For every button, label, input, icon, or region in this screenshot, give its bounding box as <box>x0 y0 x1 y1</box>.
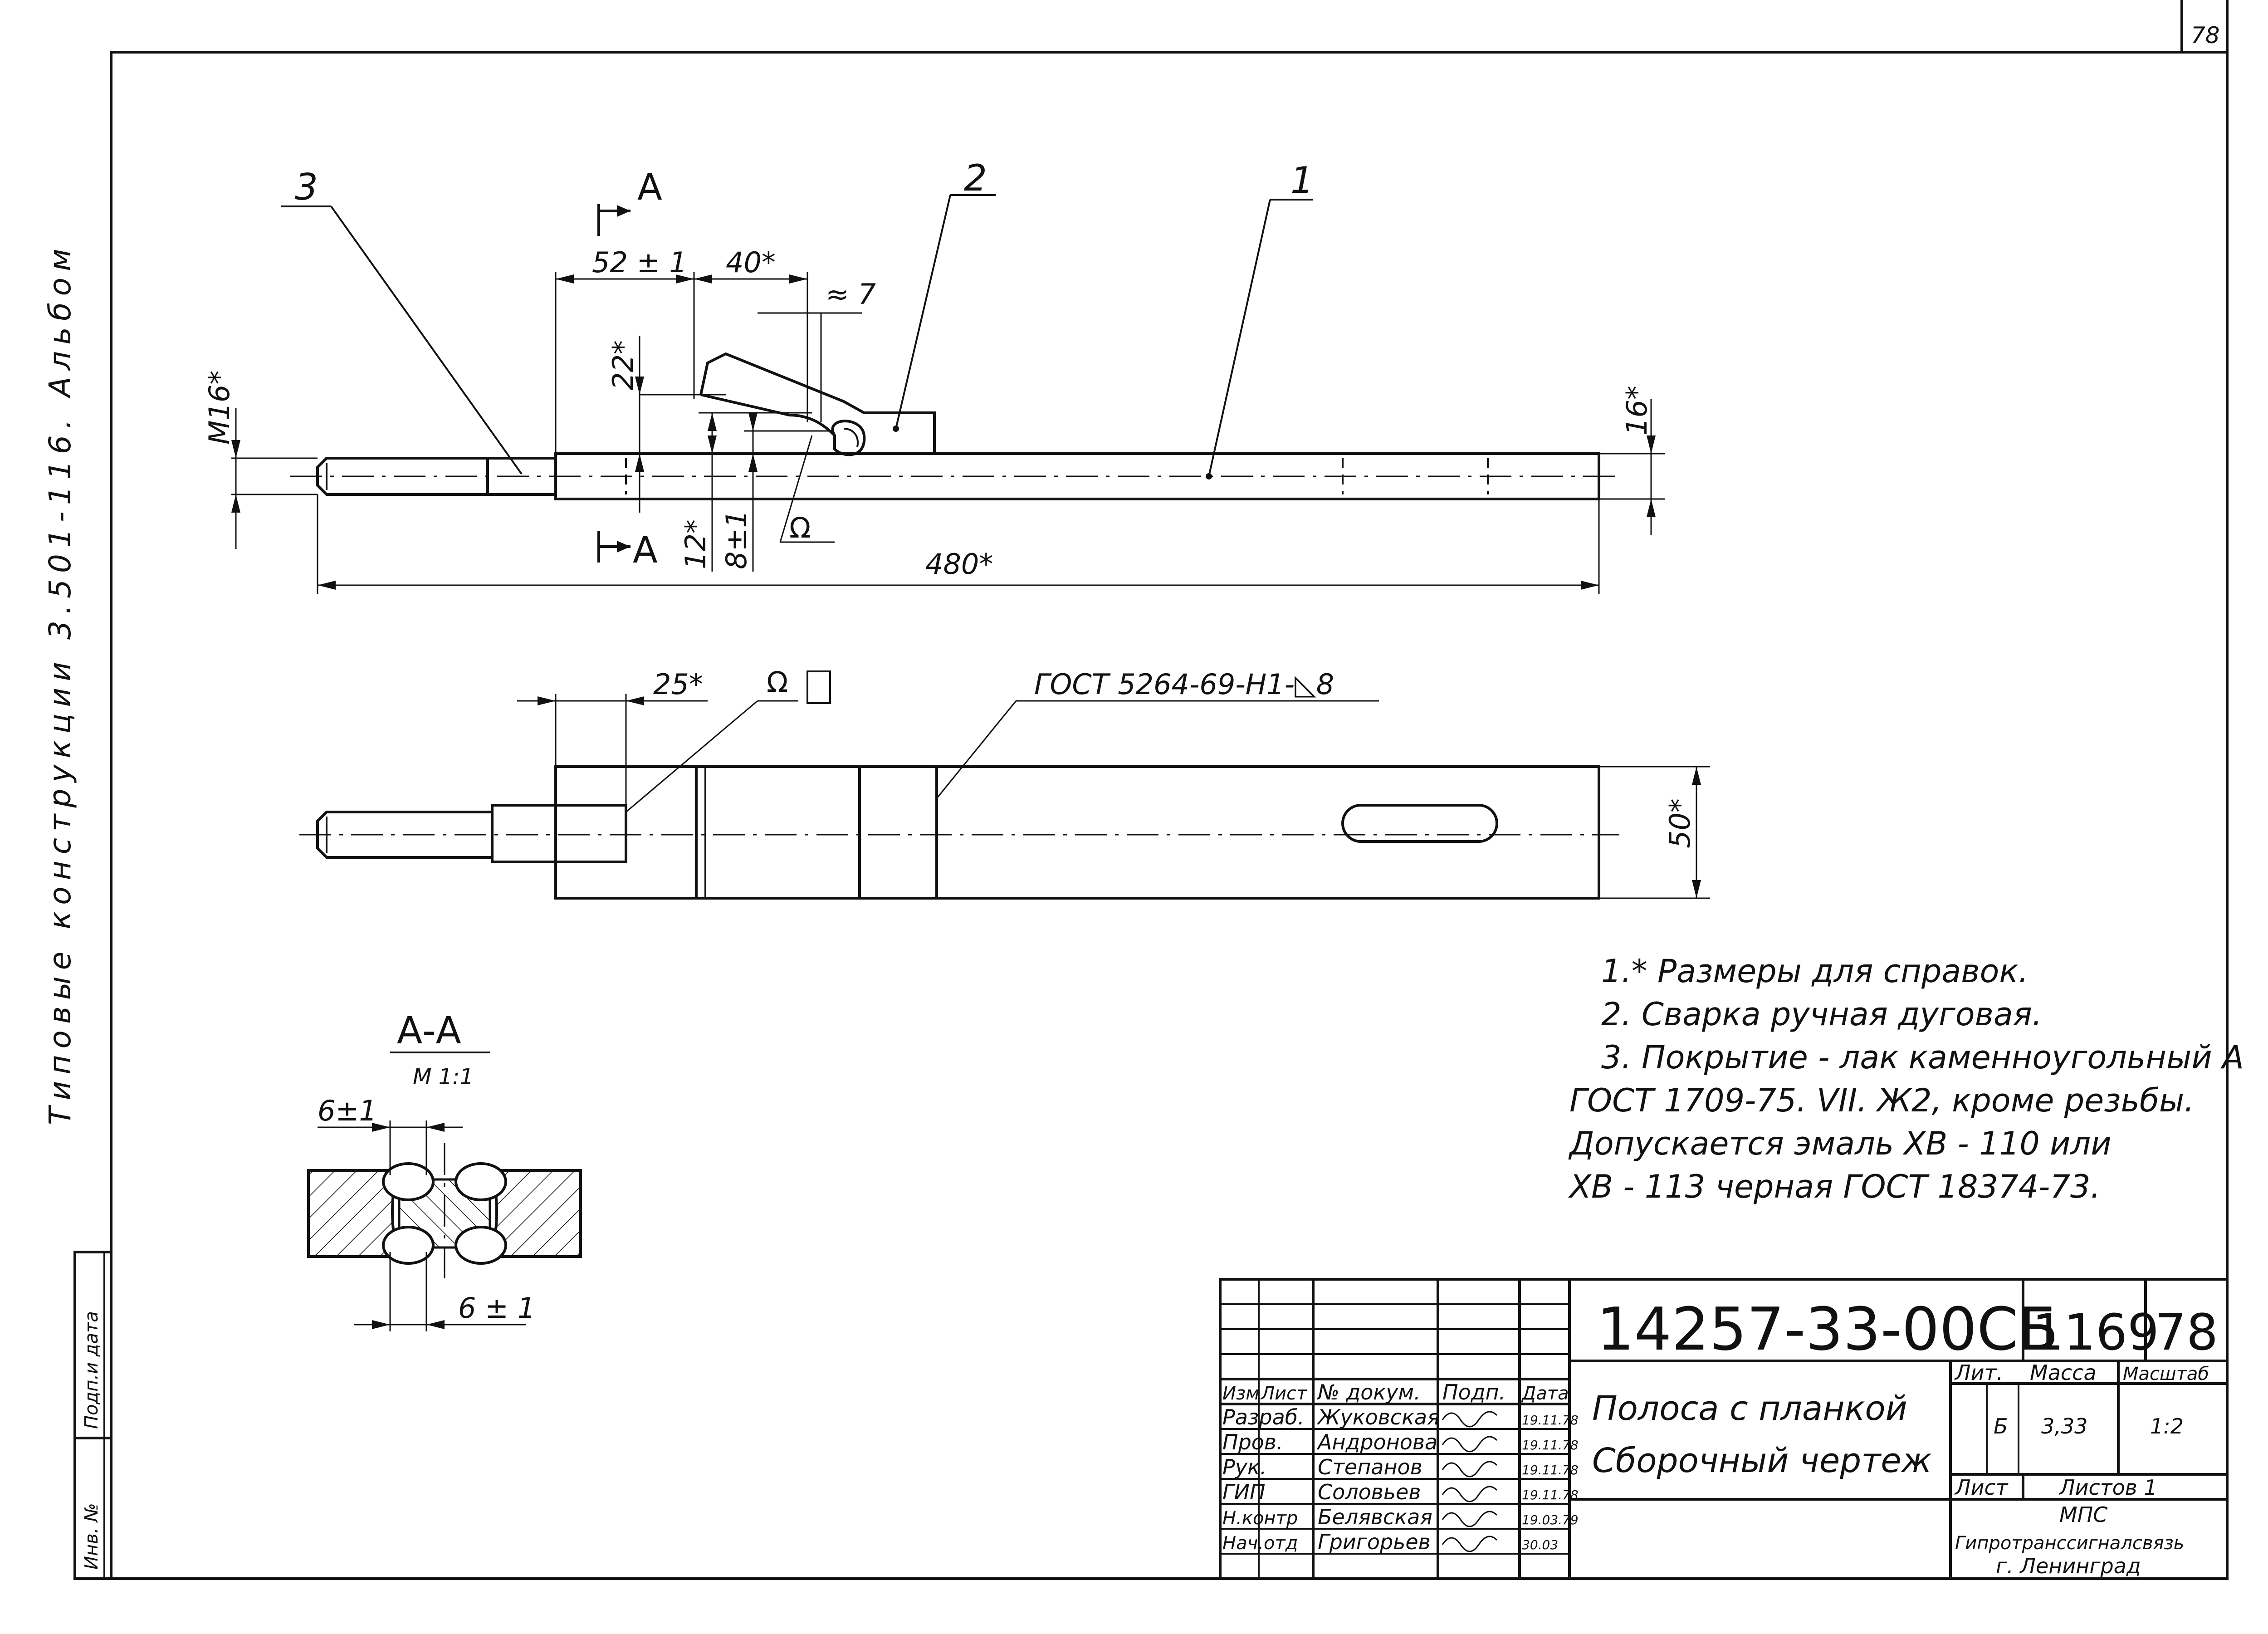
svg-text:19.11.78: 19.11.78 <box>1522 1413 1579 1428</box>
svg-text:Масса: Масса <box>2030 1360 2097 1385</box>
note-3: 3. Покрытие - лак каменноугольный А <box>1601 1039 2244 1076</box>
svg-text:40*: 40* <box>726 246 776 279</box>
left-stamp: Подп.и дата Инв. № <box>73 1251 112 1580</box>
signature-row-6: Нач.отд Григорьев 30.03 <box>1222 1530 1558 1554</box>
note-2: 2. Сварка ручная дуговая. <box>1601 996 2042 1033</box>
svg-text:Н.контр: Н.контр <box>1222 1508 1298 1529</box>
album-side-text: Типовые конструкции 3.501-116. Альбом <box>43 242 78 1125</box>
svg-text:Пров.: Пров. <box>1222 1430 1283 1454</box>
plan-view <box>299 765 1619 900</box>
svg-text:А: А <box>633 529 658 571</box>
section-label: А-А <box>397 1009 461 1052</box>
corner-sheet-box: 78 <box>2180 0 2227 54</box>
svg-text:Разраб.: Разраб. <box>1222 1405 1305 1429</box>
svg-text:№ докум.: № докум. <box>1316 1380 1421 1404</box>
svg-text:8±1: 8±1 <box>720 510 753 569</box>
svg-text:Степанов: Степанов <box>1318 1455 1422 1479</box>
svg-text:Лист: Лист <box>1954 1475 2009 1500</box>
svg-text:Б: Б <box>1994 1414 2008 1438</box>
svg-text:52 ± 1: 52 ± 1 <box>592 246 687 279</box>
svg-text:Масштаб: Масштаб <box>2123 1364 2209 1384</box>
svg-text:Лист: Лист <box>1260 1383 1308 1404</box>
svg-text:Изм: Изм <box>1222 1383 1259 1404</box>
svg-text:≈ 7: ≈ 7 <box>826 278 876 311</box>
front-view <box>290 352 1619 500</box>
weld-bead <box>831 420 866 456</box>
signature-row-5: Н.контр Белявская 19.03.79 <box>1222 1505 1579 1529</box>
svg-text:25*: 25* <box>653 668 703 701</box>
section-scale: М 1:1 <box>413 1064 474 1090</box>
sheet-frame <box>110 51 2229 1580</box>
svg-text:ГИП: ГИП <box>1222 1480 1266 1504</box>
svg-text:Нач.отд: Нач.отд <box>1222 1533 1298 1554</box>
svg-text:19.11.78: 19.11.78 <box>1522 1438 1579 1453</box>
stamp-sign-date: Подп.и дата <box>81 1311 102 1429</box>
svg-text:Ω: Ω <box>767 665 788 699</box>
svg-text:16*: 16* <box>1620 386 1653 435</box>
svg-text:19.11.78: 19.11.78 <box>1522 1463 1579 1477</box>
svg-text:МПС: МПС <box>2059 1502 2107 1527</box>
svg-text:1:2: 1:2 <box>2150 1414 2184 1438</box>
svg-text:Листов 1: Листов 1 <box>2058 1475 2157 1500</box>
doc-code: 14257-33-00СБ <box>1597 1295 2058 1364</box>
svg-text:22*: 22* <box>606 340 640 390</box>
svg-text:M16*: M16* <box>203 371 236 445</box>
title-block: 14257-33-00СБ 1169 78 Полоса с планкой С… <box>1219 1278 2229 1580</box>
section-mark-top: А <box>597 166 662 236</box>
svg-text:Жуковская: Жуковская <box>1316 1405 1440 1429</box>
svg-text:19.11.78: 19.11.78 <box>1522 1487 1579 1502</box>
signature-marks <box>1442 1411 1498 1552</box>
svg-text:Гипротранссигналсвязь: Гипротранссигналсвязь <box>1955 1533 2184 1554</box>
svg-text:30.03: 30.03 <box>1522 1537 1558 1552</box>
section-aa: А-А М 1:1 6±1 6 ± 1 <box>307 1009 582 1331</box>
svg-text:480*: 480* <box>925 548 993 581</box>
signature-row-1: Разраб. Жуковская 19.11.78 <box>1222 1405 1579 1429</box>
svg-text:Подп.: Подп. <box>1442 1380 1505 1404</box>
svg-text:Соловьев: Соловьев <box>1318 1480 1421 1504</box>
note-6: ХВ - 113 черная ГОСТ 18374-73. <box>1568 1168 2101 1205</box>
svg-text:Ω: Ω <box>789 511 811 544</box>
svg-text:6 ± 1: 6 ± 1 <box>458 1292 535 1325</box>
svg-text:Дата: Дата <box>1521 1383 1569 1404</box>
callout-2: 2 <box>964 157 987 199</box>
svg-text:Андронова: Андронова <box>1316 1430 1437 1454</box>
svg-text:Белявская: Белявская <box>1318 1505 1432 1529</box>
stamp-inv-number: Инв. № <box>81 1503 102 1570</box>
drawing-name-2: Сборочный чертеж <box>1592 1441 1932 1480</box>
drawing-name-1: Полоса с планкой <box>1592 1389 1907 1428</box>
dimensions-front: 52 ± 1 40* ≈ 7 22* M16* 16* 12* 8±1 <box>203 246 1665 594</box>
svg-text:6±1: 6±1 <box>318 1094 377 1127</box>
dimensions-plan: 25* Ω ГОСТ 5264-69-Н1-◺8 50* <box>517 665 1710 899</box>
svg-text:3,33: 3,33 <box>2041 1414 2087 1438</box>
technical-notes: 1.* Размеры для справок. 2. Сварка ручна… <box>1568 953 2244 1205</box>
svg-text:г. Ленинград: г. Ленинград <box>1996 1554 2141 1578</box>
signature-row-3: Рук. Степанов 19.11.78 <box>1222 1455 1579 1479</box>
album-number: 1169 <box>2032 1303 2159 1361</box>
signature-row-4: ГИП Соловьев 19.11.78 <box>1222 1480 1579 1504</box>
callout-1: 1 <box>1290 159 1314 201</box>
svg-text:Лит.: Лит. <box>1954 1360 2003 1385</box>
svg-text:19.03.79: 19.03.79 <box>1522 1512 1579 1527</box>
svg-text:Григорьев: Григорьев <box>1318 1530 1431 1554</box>
svg-text:12*: 12* <box>679 519 712 569</box>
section-mark-bottom: А <box>597 529 658 571</box>
slot <box>1341 804 1498 843</box>
svg-text:А: А <box>637 166 662 208</box>
weld-gost-note: ГОСТ 5264-69-Н1-◺8 <box>1034 668 1334 701</box>
svg-text:50*: 50* <box>1663 798 1696 848</box>
note-4: ГОСТ 1709-75. VII. Ж2, кроме резьбы. <box>1569 1082 2194 1119</box>
signature-row-2: Пров. Андронова 19.11.78 <box>1222 1430 1579 1454</box>
strip-body-plan <box>554 765 1600 900</box>
bracket-plate <box>699 352 936 455</box>
callout-leaders: 3 2 1 <box>281 157 1314 477</box>
corner-sheet-number: 78 <box>2191 22 2220 49</box>
note-5: Допускается эмаль ХВ - 110 или <box>1568 1125 2112 1162</box>
sheet-number: 78 <box>2155 1303 2218 1361</box>
svg-text:Рук.: Рук. <box>1222 1455 1266 1479</box>
note-1: 1.* Размеры для справок. <box>1601 953 2028 990</box>
callout-3: 3 <box>295 166 318 208</box>
